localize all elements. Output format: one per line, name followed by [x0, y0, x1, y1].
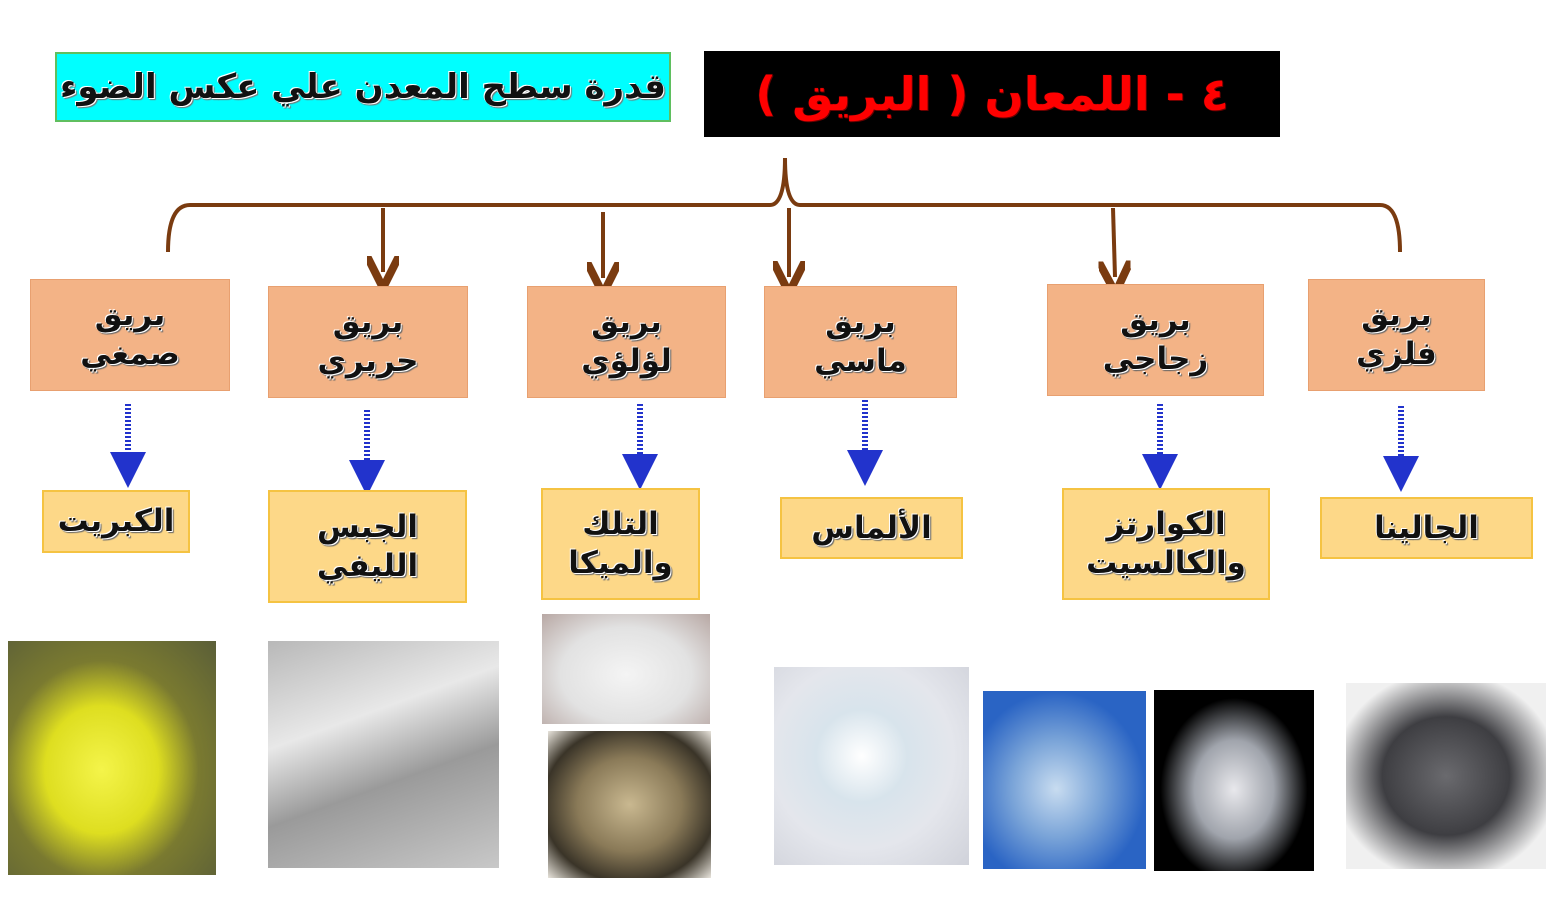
label: والميكا: [568, 545, 673, 581]
calcite-photo: [983, 691, 1146, 869]
brace-line: [166, 157, 1402, 253]
label: بريق: [1361, 297, 1432, 334]
label: بريق: [94, 297, 166, 334]
label: الكبريت: [57, 503, 175, 540]
label: الجبس: [316, 508, 419, 545]
label: زجاجي: [1102, 341, 1209, 377]
label: الجالينا: [1374, 509, 1479, 546]
talc-photo: [542, 614, 710, 724]
label: صمغي: [80, 336, 180, 372]
gypsum-photo: [268, 641, 499, 868]
sulfur-photo: [8, 641, 216, 875]
definition-box: قدرة سطح المعدن علي عكس الضوء: [55, 52, 671, 122]
label: بريق: [825, 304, 896, 341]
diamond-photo: [774, 667, 969, 865]
arrow-vitreous: [1113, 207, 1115, 277]
quartz-photo: [1154, 690, 1314, 871]
label: بريق: [591, 304, 662, 341]
label: التلك: [582, 506, 659, 543]
label: حريري: [317, 343, 419, 379]
label: والكالسيت: [1086, 545, 1246, 581]
label: بريق: [332, 304, 404, 341]
label: لؤلؤي: [581, 343, 672, 379]
mica-photo: [548, 731, 711, 878]
label: ماسي: [814, 343, 907, 379]
mineral-sulfur: الكبريت: [42, 490, 190, 553]
label: الكوارتز: [1106, 506, 1226, 543]
label: فلزي: [1356, 336, 1437, 372]
label: الألماس: [811, 509, 932, 546]
label: الليفي: [316, 547, 419, 584]
mineral-diamond: الألماس: [780, 497, 963, 559]
mineral-galena: الجالينا: [1320, 497, 1533, 559]
label: بريق: [1120, 302, 1191, 339]
galena-photo: [1346, 683, 1546, 869]
slide-title: ٤ - اللمعان ( البريق ): [704, 51, 1280, 137]
